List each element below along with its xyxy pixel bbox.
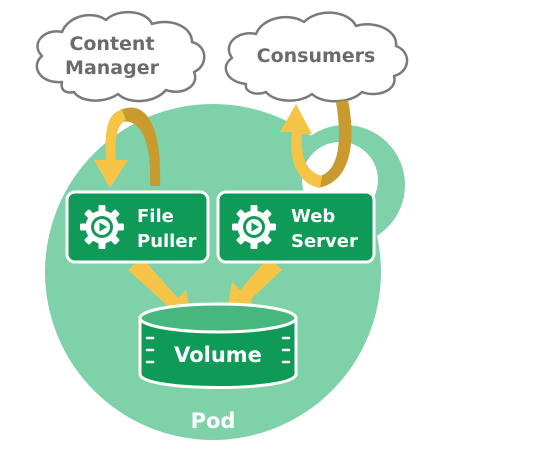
consumers-label: Consumers [257,45,376,67]
web-server-line1: Web [291,206,335,227]
web-server-to-consumers-arrow [280,100,352,188]
content-manager-to-file-puller-arrow [94,107,161,188]
web-server-to-volume-arrow [226,258,282,314]
web-server-container: Web Server [216,190,376,264]
pod-shape [45,104,405,440]
file-puller-line1: File [137,206,174,227]
gear-play-icon [80,205,124,249]
content-manager-cloud: Content Manager [35,11,206,103]
volume-cylinder: Volume [138,302,298,389]
content-manager-line2: Manager [65,57,160,79]
web-server-line2: Server [291,231,358,252]
gear-play-icon [232,205,276,249]
file-puller-line2: Puller [137,231,197,252]
pod-label: Pod [191,409,236,433]
volume-label: Volume [174,343,262,367]
content-manager-line1: Content [69,33,154,55]
consumers-cloud: Consumers [224,11,409,103]
file-puller-container: File Puller [65,190,210,264]
